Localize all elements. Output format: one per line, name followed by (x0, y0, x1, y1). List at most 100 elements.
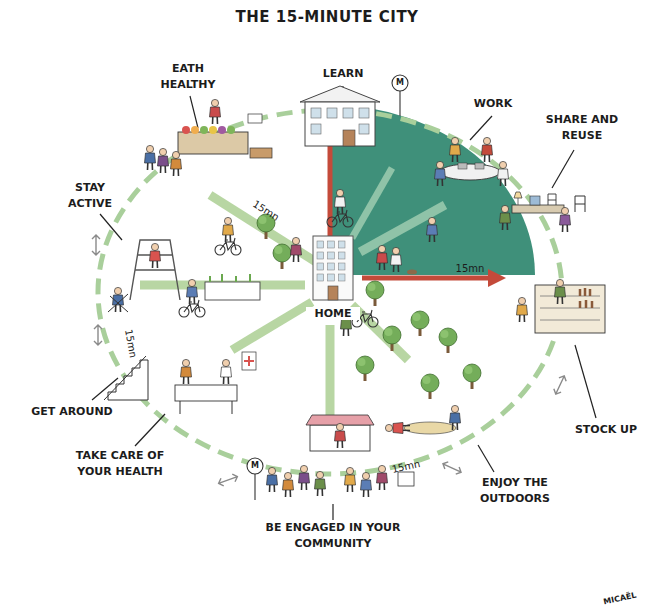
activity-label: ENJOY THE OUTDOORS (463, 475, 567, 508)
window (338, 241, 345, 248)
price-sign (248, 114, 262, 123)
path-spoke (232, 302, 312, 350)
leader-line (135, 414, 165, 446)
window (338, 263, 345, 270)
tree (273, 244, 291, 269)
shop-counter (535, 285, 605, 333)
activity-label: BE ENGAGED IN YOUR COMMUNITY (241, 520, 425, 553)
tree (463, 364, 481, 389)
vendor (210, 99, 221, 124)
path-spoke (352, 305, 408, 360)
worker (482, 137, 493, 162)
ring-arrow (217, 473, 239, 487)
door (328, 286, 338, 300)
ring-arrow (94, 325, 102, 345)
ring-arrow (441, 460, 463, 476)
cyclist (335, 189, 346, 214)
resident (345, 467, 356, 492)
window (343, 108, 353, 118)
chair (575, 196, 585, 212)
athlete (150, 243, 161, 268)
path-spokes (140, 195, 408, 418)
metro-letter: M (248, 462, 262, 470)
ring-arrow (92, 235, 100, 255)
picnic-blanket (404, 422, 456, 434)
window (311, 108, 321, 118)
window (317, 263, 324, 270)
window (317, 274, 324, 281)
school-wall (305, 102, 375, 146)
walker (291, 237, 302, 262)
leader-line (470, 116, 492, 140)
plants (210, 274, 250, 282)
sports-area (108, 240, 180, 312)
building-wall (313, 236, 353, 300)
produce (200, 126, 208, 134)
community-gathering (267, 415, 415, 497)
worker (435, 161, 446, 186)
activity-label: SHARE AND REUSE (533, 112, 631, 145)
path-spoke (326, 325, 335, 418)
box (530, 196, 540, 205)
produce (227, 126, 235, 134)
bicycle (215, 238, 241, 255)
ski-poles (108, 294, 128, 312)
cross-sign (244, 356, 254, 366)
window (359, 108, 369, 118)
tree (439, 328, 457, 353)
window (328, 274, 335, 281)
activity-label: GET AROUND (17, 404, 127, 421)
laptop (475, 163, 484, 169)
leader-line (478, 445, 494, 472)
diagram-title: THE 15-MINUTE CITY (0, 8, 654, 26)
speaker (335, 423, 346, 448)
window (317, 252, 324, 259)
customer (517, 297, 528, 322)
red-arrow (362, 276, 490, 281)
walk-time: 15mn (120, 322, 142, 364)
shopper (145, 145, 156, 170)
lamp (514, 192, 522, 205)
reuse-table (500, 192, 586, 232)
market-stall (145, 99, 273, 176)
patient (181, 359, 192, 384)
walker (391, 247, 402, 272)
grocery-shop (517, 279, 606, 333)
window (311, 124, 321, 134)
doctor (221, 359, 232, 384)
window (359, 124, 369, 134)
crate (250, 148, 272, 158)
window (328, 241, 335, 248)
activity-label: TAKE CARE OF YOUR HEALTH (61, 448, 179, 481)
park (356, 311, 481, 434)
resident (267, 467, 278, 492)
produce (209, 126, 217, 134)
doctor-desk (175, 385, 237, 401)
metro-pole (399, 91, 400, 116)
handrail (104, 356, 146, 400)
laptop (458, 163, 467, 169)
tree (356, 356, 374, 381)
person-reusing (560, 207, 571, 232)
shopper (171, 151, 182, 176)
cyclist (187, 279, 198, 304)
work-table (440, 164, 500, 180)
activity-label: STOCK UP (566, 422, 646, 439)
resident (377, 465, 388, 490)
metro-pole (254, 474, 255, 500)
chair (548, 194, 556, 205)
walker (377, 245, 388, 270)
coworking-table (435, 137, 509, 186)
activity-label: WORK (453, 96, 533, 113)
window (338, 252, 345, 259)
produce (191, 126, 199, 134)
produce (182, 126, 190, 134)
walker (427, 217, 438, 242)
window (338, 274, 345, 281)
window (328, 263, 335, 270)
window (317, 241, 324, 248)
climbing-frame (130, 240, 180, 300)
